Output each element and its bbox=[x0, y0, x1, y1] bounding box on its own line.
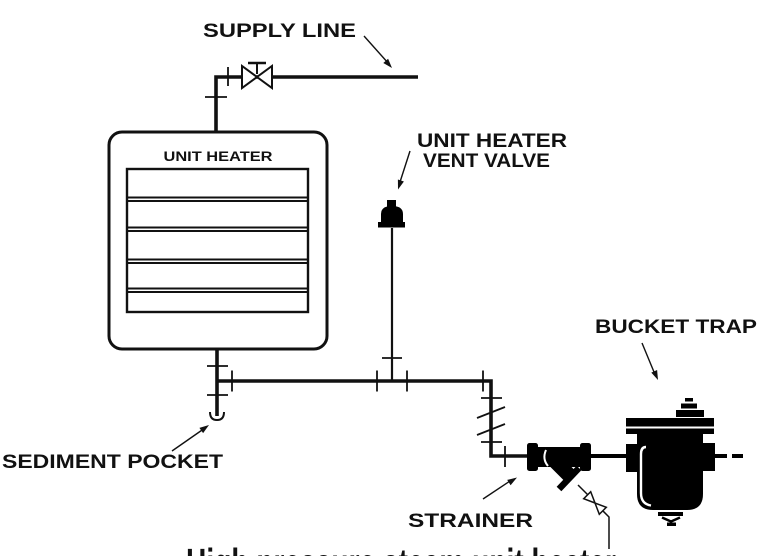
clipped-bottom-caption: High pressure steam unit heater bbox=[186, 540, 616, 556]
strainer-leader-arrow bbox=[482, 477, 517, 500]
supply-pipe-path bbox=[214, 75, 418, 133]
pipe-break-icon bbox=[476, 406, 506, 436]
branch-pipe-path bbox=[217, 379, 528, 458]
unit-heater-louvers bbox=[127, 196, 308, 293]
sediment-pocket-leader-arrow bbox=[171, 425, 209, 452]
strainer-leg bbox=[544, 450, 575, 481]
bucket-trap-leader-arrow bbox=[641, 342, 658, 380]
vent-valve-label-line2: VENT VALVE bbox=[423, 151, 550, 172]
strainer-screen-line bbox=[543, 449, 549, 467]
vent-valve-leader-arrow bbox=[397, 150, 411, 190]
unit-heater-louver-frame bbox=[125, 167, 310, 314]
unit-heater: UNIT HEATER bbox=[107, 130, 329, 351]
bucket-trap-icon bbox=[591, 398, 743, 526]
strainer-cap-flange bbox=[556, 465, 582, 492]
sediment-pocket-label: SEDIMENT POCKET bbox=[2, 452, 223, 473]
bucket-trap-label: BUCKET TRAP bbox=[595, 317, 757, 338]
vent-valve-label-line1: UNIT HEATER bbox=[417, 131, 567, 152]
sediment-pocket-end-cap-icon bbox=[209, 411, 225, 422]
strainer-label: STRAINER bbox=[408, 511, 533, 532]
blowdown-valve-icon bbox=[577, 484, 610, 549]
gate-valve-icon bbox=[241, 61, 273, 90]
supply-line-label: SUPPLY LINE bbox=[203, 21, 356, 42]
sediment-pocket-pipe bbox=[207, 349, 228, 422]
trap-highlight-line bbox=[639, 445, 652, 507]
blowdown-drain-line bbox=[602, 510, 610, 549]
unit-heater-label: UNIT HEATER bbox=[164, 149, 273, 164]
supply-line-leader-arrow bbox=[363, 35, 392, 68]
trap-drain-icon bbox=[658, 512, 683, 526]
y-strainer-icon bbox=[527, 443, 591, 492]
vent-valve-bell-icon bbox=[378, 200, 405, 228]
return-branch-pipe bbox=[217, 370, 528, 467]
vent-valve-riser bbox=[378, 200, 405, 381]
supply-line-pipe bbox=[205, 61, 418, 133]
